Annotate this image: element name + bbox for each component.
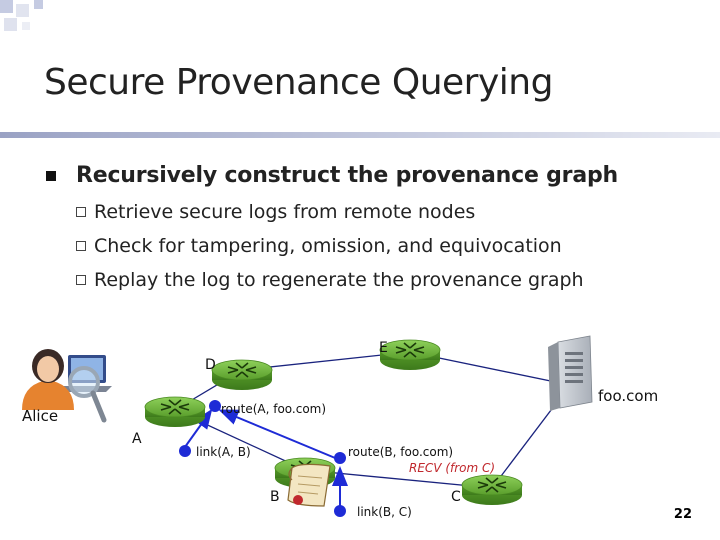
- recv-label: RECV (from C): [409, 461, 495, 475]
- sub-bullet-list: Retrieve secure logs from remote nodes C…: [76, 195, 584, 297]
- sub-bullet-text: Retrieve secure logs from remote nodes: [94, 201, 476, 223]
- alice-label: Alice: [22, 407, 58, 425]
- router-c-icon: [461, 474, 523, 506]
- link-bc-label: link(B, C): [357, 505, 412, 519]
- sub-bullet: Replay the log to regenerate the provena…: [76, 263, 584, 297]
- node-e-label: E: [379, 340, 388, 356]
- sub-bullet: Retrieve secure logs from remote nodes: [76, 195, 584, 229]
- vertex-link-ab: [179, 445, 191, 457]
- sub-bullet-text: Check for tampering, omission, and equiv…: [94, 235, 562, 257]
- router-d-icon: [211, 359, 273, 391]
- square-bullet-icon: [46, 170, 56, 181]
- server-label: foo.com: [598, 387, 658, 405]
- main-bullet-text: Recursively construct the provenance gra…: [76, 163, 618, 188]
- router-a-icon: [144, 396, 206, 428]
- node-a-label: A: [132, 431, 142, 447]
- network-diagram: Alice A D E B C foo.com route(A, foo.com…: [22, 335, 658, 519]
- main-bullet: Recursively construct the provenance gra…: [46, 163, 618, 188]
- node-c-label: C: [451, 489, 461, 505]
- sub-bullet: Check for tampering, omission, and equiv…: [76, 229, 584, 263]
- alice-user-icon: [22, 349, 112, 423]
- title-underline: [0, 132, 720, 138]
- page-number: 22: [673, 507, 692, 522]
- hollow-square-bullet-icon: [76, 207, 86, 217]
- server-icon: [548, 335, 593, 411]
- hollow-square-bullet-icon: [76, 275, 86, 285]
- hollow-square-bullet-icon: [76, 241, 86, 251]
- node-d-label: D: [205, 357, 216, 373]
- node-b-label: B: [270, 489, 280, 505]
- vertex-route-b: [334, 452, 346, 464]
- route-a-label: route(A, foo.com): [221, 402, 326, 416]
- link-ab-label: link(A, B): [196, 445, 251, 459]
- provenance-vertices: [179, 400, 346, 517]
- vertex-link-bc: [334, 505, 346, 517]
- provenance-edges: [184, 408, 348, 506]
- sub-bullet-text: Replay the log to regenerate the provena…: [94, 269, 584, 291]
- corner-decoration: [0, 0, 43, 31]
- router-e-icon: [379, 339, 441, 371]
- log-scroll-icon: [287, 463, 331, 507]
- slide-title: Secure Provenance Querying: [44, 62, 553, 103]
- vertex-route-a: [209, 400, 221, 412]
- route-b-label: route(B, foo.com): [348, 445, 453, 459]
